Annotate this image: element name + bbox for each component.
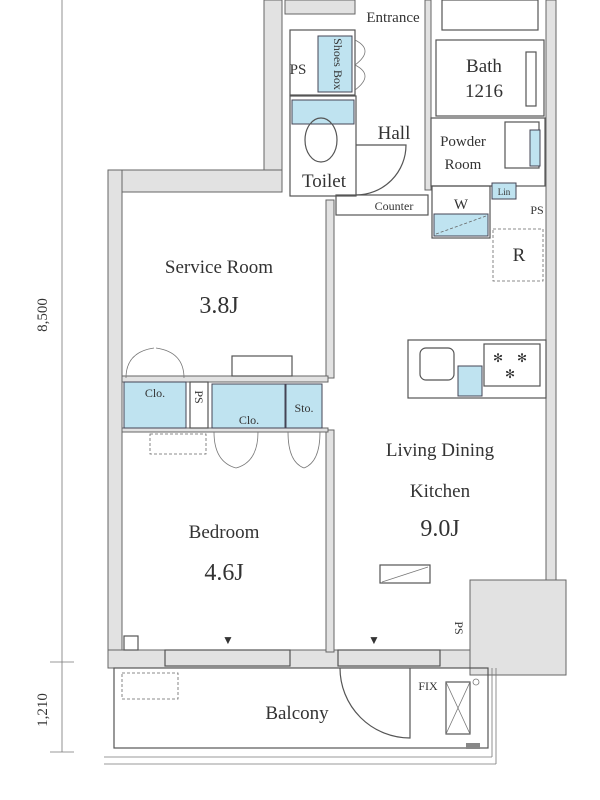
triangle-marker-icon: ▼ bbox=[368, 633, 380, 647]
burner-icon: ✻ bbox=[493, 351, 503, 365]
label-ldk-2: Kitchen bbox=[410, 481, 471, 502]
label-fix: FIX bbox=[418, 679, 438, 693]
label-closet-left: Clo. bbox=[145, 386, 165, 400]
linen-closet bbox=[491, 182, 517, 200]
walls bbox=[107, 0, 567, 676]
label-toilet: Toilet bbox=[302, 171, 347, 192]
toilet-room bbox=[289, 95, 357, 197]
label-ldk-size: 9.0J bbox=[420, 516, 459, 542]
label-ps-mid: PS bbox=[192, 390, 206, 403]
escape-hatch[interactable] bbox=[445, 681, 471, 735]
label-closet-mid: Clo. bbox=[239, 413, 259, 427]
burner-icon: ✻ bbox=[505, 367, 515, 381]
window-ldk[interactable] bbox=[337, 649, 441, 667]
bathtub bbox=[441, 0, 539, 31]
label-shoes-box: Shoes Box bbox=[331, 38, 345, 90]
closet-mid bbox=[211, 383, 286, 429]
label-bath-size: 1216 bbox=[465, 81, 503, 102]
label-ps-top: PS bbox=[290, 62, 307, 78]
label-refrigerator: R bbox=[513, 245, 526, 266]
label-ldk-1: Living Dining bbox=[386, 440, 495, 461]
stove-icon bbox=[483, 343, 541, 387]
balcony-door[interactable] bbox=[339, 667, 411, 739]
label-hall: Hall bbox=[378, 123, 411, 144]
dimension-lines bbox=[50, 0, 74, 753]
label-service-room-size: 3.8J bbox=[199, 293, 238, 319]
triangle-marker-icon: ▼ bbox=[222, 633, 234, 647]
label-linen: Lin bbox=[498, 187, 511, 197]
balcony-area bbox=[113, 667, 489, 749]
burner-icon: ✻ bbox=[517, 351, 527, 365]
refrigerator-space bbox=[492, 228, 544, 282]
label-washer: W bbox=[454, 197, 469, 213]
closet-left bbox=[123, 381, 187, 429]
sink-icon bbox=[419, 347, 455, 381]
label-bath: Bath bbox=[466, 56, 502, 77]
toilet-icon bbox=[304, 117, 338, 163]
label-entrance: Entrance bbox=[366, 10, 420, 26]
label-counter: Counter bbox=[375, 199, 414, 213]
label-balcony: Balcony bbox=[265, 703, 329, 724]
label-bedroom-size: 4.6J bbox=[204, 560, 243, 586]
label-ps-right: PS bbox=[530, 203, 543, 217]
label-powder-room-1: Powder bbox=[440, 134, 486, 150]
label-bedroom: Bedroom bbox=[189, 522, 260, 543]
shoes-box bbox=[317, 35, 353, 93]
storage bbox=[285, 383, 323, 429]
label-storage: Sto. bbox=[294, 401, 313, 415]
kitchen-counter bbox=[407, 339, 547, 399]
outdoor-unit-space bbox=[121, 672, 179, 700]
dimension-balcony-depth: 1,210 bbox=[35, 693, 51, 727]
window-bedroom[interactable] bbox=[164, 649, 291, 667]
label-service-room: Service Room bbox=[165, 257, 273, 278]
dimension-depth: 8,500 bbox=[35, 298, 51, 332]
label-powder-room-2: Room bbox=[445, 157, 482, 173]
label-ps-bottom: PS bbox=[452, 621, 466, 634]
